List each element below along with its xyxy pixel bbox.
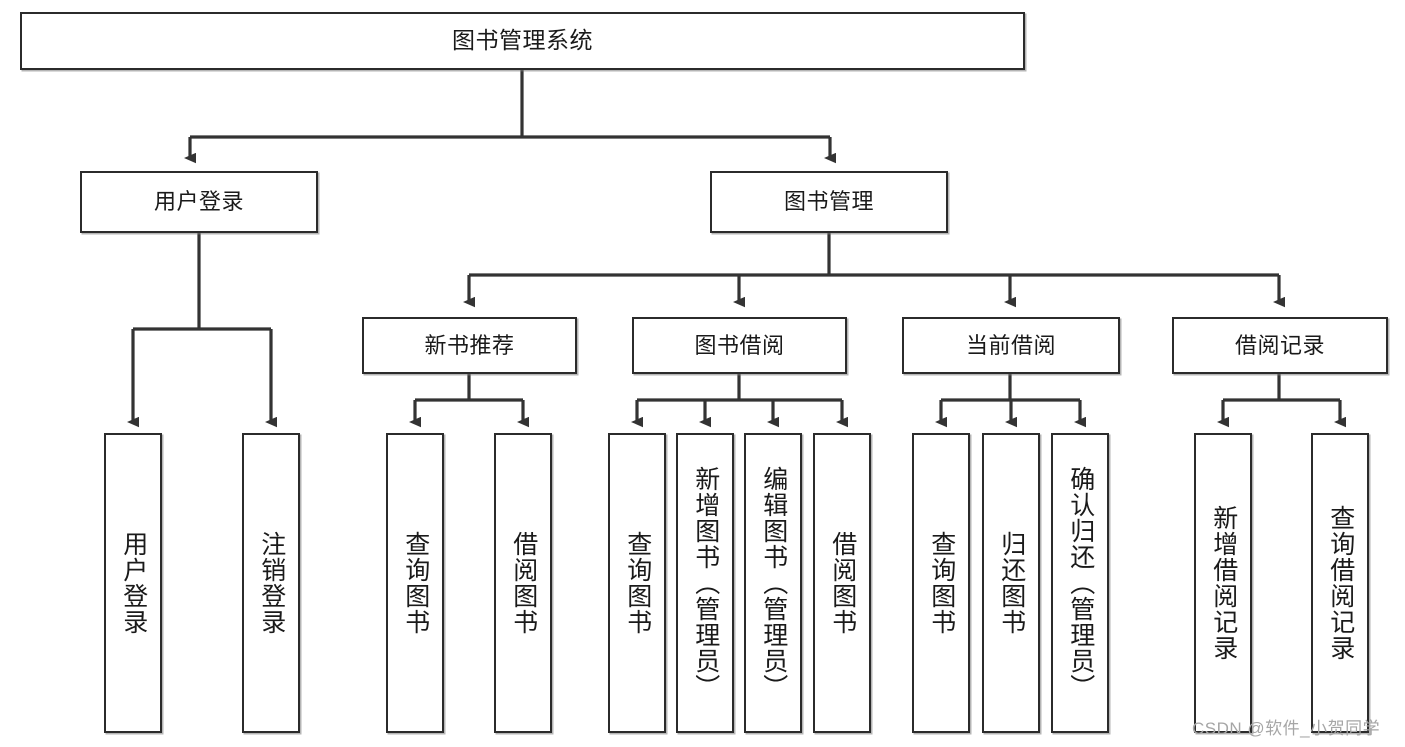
node-book-manage[interactable]: 图书管理 — [710, 171, 948, 233]
node-label: 借阅图书 — [828, 531, 857, 635]
node-label: 图书借阅 — [694, 332, 785, 358]
node-label: 查询图书 — [401, 531, 430, 635]
node-label: 用户登录 — [119, 531, 148, 635]
node-label: 新增借阅记录 — [1209, 505, 1238, 661]
leaf-borrow-book-recommend[interactable]: 借阅图书 — [494, 433, 552, 733]
node-book-borrow[interactable]: 图书借阅 — [632, 317, 847, 374]
node-label: 注销登录 — [257, 531, 286, 635]
node-label: 编辑图书（管理员） — [759, 466, 788, 700]
node-borrow-record[interactable]: 借阅记录 — [1172, 317, 1388, 374]
node-label: 图书管理 — [783, 189, 874, 215]
node-label: 查询借阅记录 — [1326, 505, 1355, 661]
leaf-edit-book[interactable]: 编辑图书（管理员） — [744, 433, 802, 733]
node-label: 查询图书 — [927, 531, 956, 635]
leaf-confirm-return[interactable]: 确认归还（管理员） — [1051, 433, 1109, 733]
node-label: 查询图书 — [623, 531, 652, 635]
leaf-return-book[interactable]: 归还图书 — [982, 433, 1040, 733]
node-label: 借阅记录 — [1234, 332, 1325, 358]
leaf-user-login[interactable]: 用户登录 — [104, 433, 162, 733]
leaf-query-book-borrow[interactable]: 查询图书 — [608, 433, 666, 733]
leaf-add-borrow-record[interactable]: 新增借阅记录 — [1194, 433, 1252, 733]
node-user-login[interactable]: 用户登录 — [80, 171, 318, 233]
node-label: 确认归还（管理员） — [1066, 466, 1095, 700]
node-new-book-recommend[interactable]: 新书推荐 — [362, 317, 577, 374]
leaf-logout-login[interactable]: 注销登录 — [242, 433, 300, 733]
leaf-query-book-recommend[interactable]: 查询图书 — [386, 433, 444, 733]
node-root-system[interactable]: 图书管理系统 — [20, 12, 1025, 70]
node-label: 图书管理系统 — [452, 27, 593, 54]
node-label: 借阅图书 — [509, 531, 538, 635]
leaf-borrow-book[interactable]: 借阅图书 — [813, 433, 871, 733]
node-label: 新书推荐 — [424, 332, 515, 358]
node-label: 当前借阅 — [965, 332, 1056, 358]
leaf-add-book[interactable]: 新增图书（管理员） — [676, 433, 734, 733]
leaf-query-borrow-record[interactable]: 查询借阅记录 — [1311, 433, 1369, 733]
leaf-query-book-current[interactable]: 查询图书 — [912, 433, 970, 733]
node-label: 归还图书 — [997, 531, 1026, 635]
node-current-borrow[interactable]: 当前借阅 — [902, 317, 1120, 374]
node-label: 用户登录 — [153, 189, 244, 215]
csdn-watermark: CSDN @软件_小贺同学 — [1192, 719, 1381, 738]
node-label: 新增图书（管理员） — [691, 466, 720, 700]
